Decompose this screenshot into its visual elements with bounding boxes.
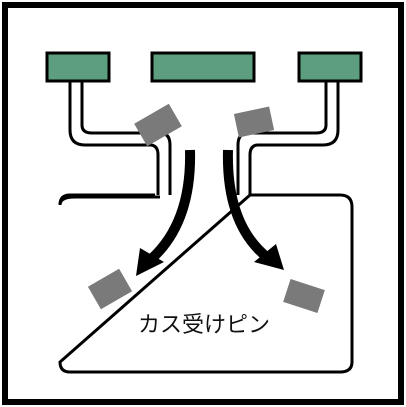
right-lead <box>236 80 340 195</box>
container-top-left <box>58 195 160 206</box>
left-lead <box>68 80 172 195</box>
caption-label: カス受けピン <box>138 313 270 338</box>
arrow-right-icon <box>222 149 284 270</box>
debris-chip-top-left <box>134 103 182 147</box>
debris-chip-top-right <box>233 106 275 138</box>
pad-center <box>150 51 256 83</box>
arrow-left-icon <box>136 149 196 276</box>
pad-left <box>45 51 111 83</box>
pad-right <box>297 51 363 83</box>
debris-chip-bottom-left <box>87 268 133 310</box>
debris-chip-bottom-right <box>283 279 325 313</box>
